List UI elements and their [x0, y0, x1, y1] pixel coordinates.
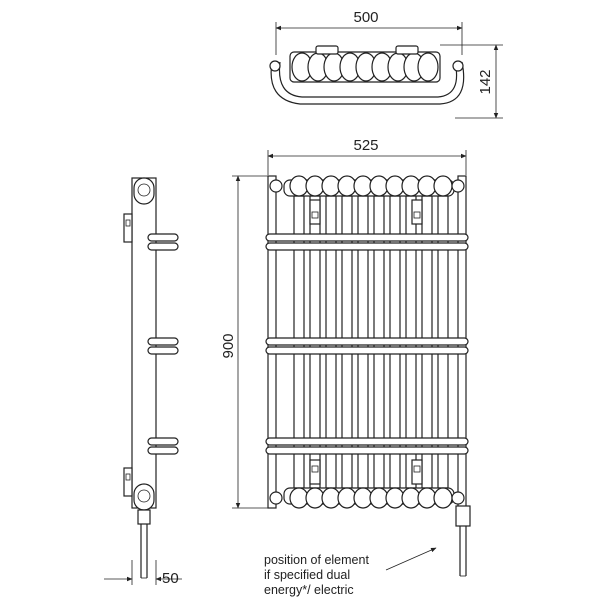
top-column-sections	[291, 52, 439, 82]
note-leader-arrow	[385, 547, 437, 571]
dim-label-top-width: 500	[353, 9, 378, 26]
front-rails	[265, 233, 469, 455]
dim-label-front-height: 900	[220, 333, 237, 358]
dim-label-front-width: 525	[353, 137, 378, 154]
side-bracket-bottom	[123, 467, 133, 497]
front-heating-element	[455, 505, 471, 577]
element-position-note: position of element if specified dual en…	[264, 547, 437, 597]
dim-label-side-depth: 50	[162, 570, 179, 587]
top-wall-bracket-right	[395, 45, 419, 55]
note-line-3: energy*/ electric	[264, 583, 354, 597]
top-view: 500 142	[269, 9, 503, 119]
front-view: 525 900	[220, 137, 471, 577]
note-line-2: if specified dual	[264, 568, 350, 582]
front-top-header	[269, 175, 465, 197]
top-wall-bracket-left	[315, 45, 339, 55]
note-line-1: position of element	[264, 553, 369, 567]
front-bottom-header	[269, 487, 465, 509]
side-rails	[147, 233, 179, 455]
top-end-cap-right	[452, 60, 464, 72]
front-brackets	[309, 199, 423, 485]
dim-label-top-depth: 142	[477, 69, 494, 94]
top-bar-loop	[270, 61, 465, 105]
side-view: 50	[104, 177, 182, 587]
side-bracket-top	[123, 213, 133, 243]
side-element-valve	[137, 509, 151, 525]
top-end-cap-left	[269, 60, 281, 72]
